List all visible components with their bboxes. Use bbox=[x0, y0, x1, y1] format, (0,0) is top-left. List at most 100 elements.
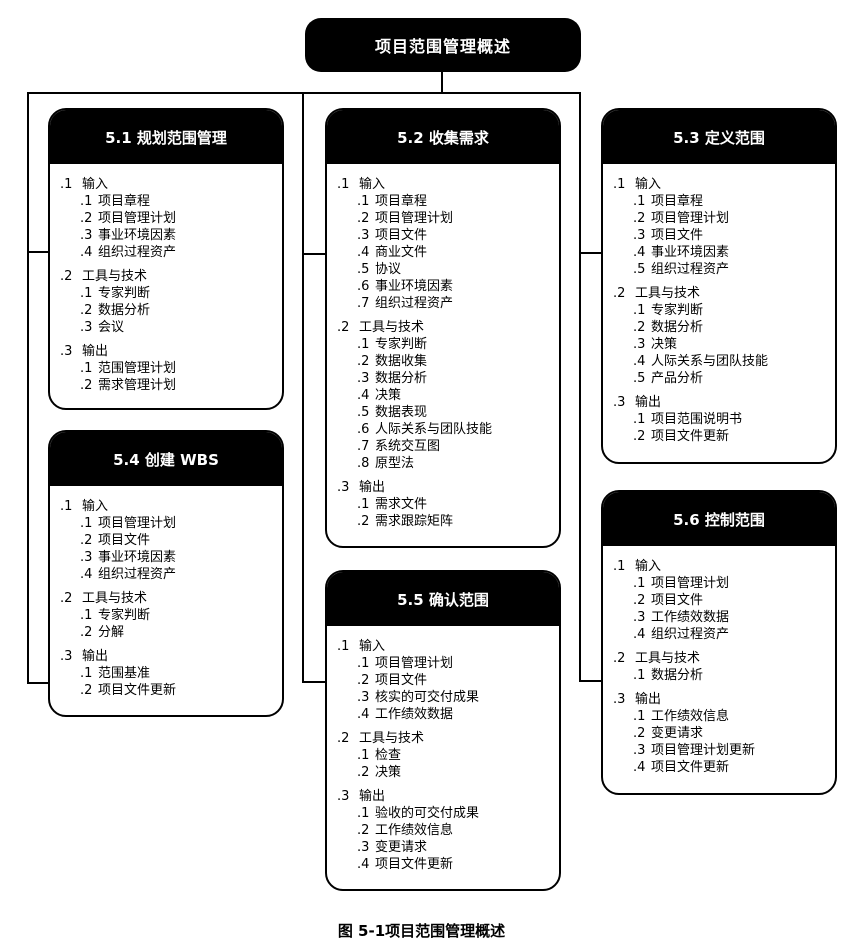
connector-col3-to-5-3 bbox=[579, 252, 601, 254]
connector-col3-vertical bbox=[579, 92, 581, 682]
group-number: .1 bbox=[337, 177, 350, 192]
group-number: .1 bbox=[60, 177, 73, 192]
group-number: .2 bbox=[613, 651, 626, 666]
group-number: .2 bbox=[60, 591, 73, 606]
group-label: 输出 bbox=[635, 692, 662, 707]
connector-col3-to-5-6 bbox=[579, 680, 601, 682]
group-label: 输出 bbox=[359, 480, 386, 495]
group-label: 输入 bbox=[635, 559, 662, 574]
group-label: 输入 bbox=[82, 499, 109, 514]
connector-col2-vertical bbox=[302, 92, 304, 683]
group-number: .3 bbox=[60, 649, 73, 664]
group-label: 输入 bbox=[359, 639, 386, 654]
group-label: 输出 bbox=[82, 649, 109, 664]
process-title: 5.3 定义范围 bbox=[673, 128, 765, 147]
process-title: 5.2 收集需求 bbox=[397, 128, 489, 147]
group-number: .1 bbox=[613, 177, 626, 192]
process-title: 5.1 规划范围管理 bbox=[105, 128, 227, 147]
group-number: .2 bbox=[60, 269, 73, 284]
group-number: .3 bbox=[613, 395, 626, 410]
group-label: 输出 bbox=[635, 395, 662, 410]
process-header: 5.6 控制范围 bbox=[603, 492, 835, 546]
connector-col1-to-5-1 bbox=[27, 251, 49, 253]
connector-col2-to-5-2 bbox=[302, 253, 326, 255]
root-node-scope-management-overview: 项目范围管理概述 bbox=[305, 18, 581, 72]
group-label: 输出 bbox=[82, 344, 109, 359]
group-number: .2 bbox=[337, 731, 350, 746]
group-label: 工具与技术 bbox=[82, 591, 148, 606]
group-number: .1 bbox=[60, 499, 73, 514]
process-title: 5.5 确认范围 bbox=[397, 590, 489, 609]
process-header: 5.5 确认范围 bbox=[327, 572, 559, 626]
figure-caption: 图 5-1项目范围管理概述 bbox=[337, 922, 506, 940]
group-label: 工具与技术 bbox=[635, 286, 701, 301]
group-label: 工具与技术 bbox=[359, 320, 425, 335]
process-header: 5.4 创建 WBS bbox=[50, 432, 282, 486]
group-label: 输入 bbox=[359, 177, 386, 192]
connector-col1-vertical bbox=[27, 92, 29, 684]
